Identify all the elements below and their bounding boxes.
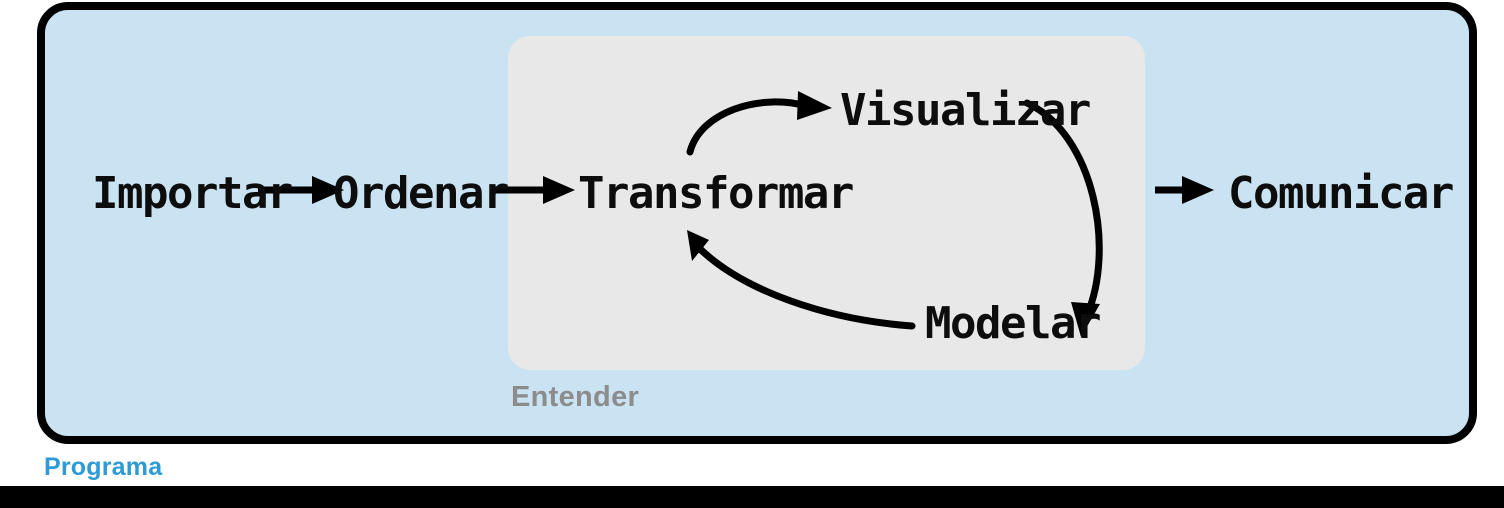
arrow-ordenar-to-transformar [495,176,575,204]
node-label-visualizar: Visualizar [840,85,1090,136]
node-label-transformar: Transformar [578,168,853,219]
caption-programa: Programa [44,453,163,481]
arrow-transformar-to-visualizar [686,91,832,156]
bottom-black-bar [0,486,1504,508]
arrow-importar-to-ordenar [258,176,344,204]
arrow-transformar-to-comunicar [1155,176,1214,204]
understand-group-panel [508,36,1145,370]
node-label-modelar: Modelar [925,298,1100,349]
arrow-modelar-to-transformar [687,230,916,330]
node-label-importar: Importar [92,168,292,219]
node-label-ordenar: Ordenar [333,168,508,219]
group-label-entender: Entender [511,381,639,413]
arrow-visualizar-to-modelar [1023,99,1103,337]
node-label-comunicar: Comunicar [1228,168,1453,219]
